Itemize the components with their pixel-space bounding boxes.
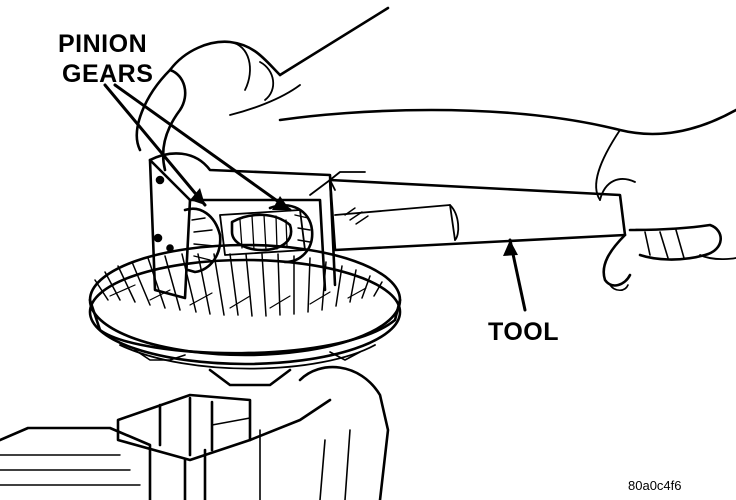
right-hand: [278, 108, 736, 292]
figure-code: 80a0c4f6: [628, 478, 682, 493]
differential-case: [148, 152, 337, 300]
arrowhead-pinion-left: [190, 188, 205, 205]
arrowhead-pinion-right: [272, 196, 290, 210]
tool-label: TOOL: [488, 318, 559, 346]
ring-gear: [88, 243, 402, 387]
arrowhead-tool: [503, 240, 518, 256]
pinion-label-line1: PINION: [58, 30, 148, 58]
vise: [0, 393, 332, 500]
pinion-gears-callout-arrows: [103, 83, 292, 212]
pinion-label-line2: GEARS: [62, 60, 154, 88]
vise-jaw: [298, 365, 390, 500]
left-hand: [135, 6, 390, 172]
tool-bar: [328, 171, 627, 252]
